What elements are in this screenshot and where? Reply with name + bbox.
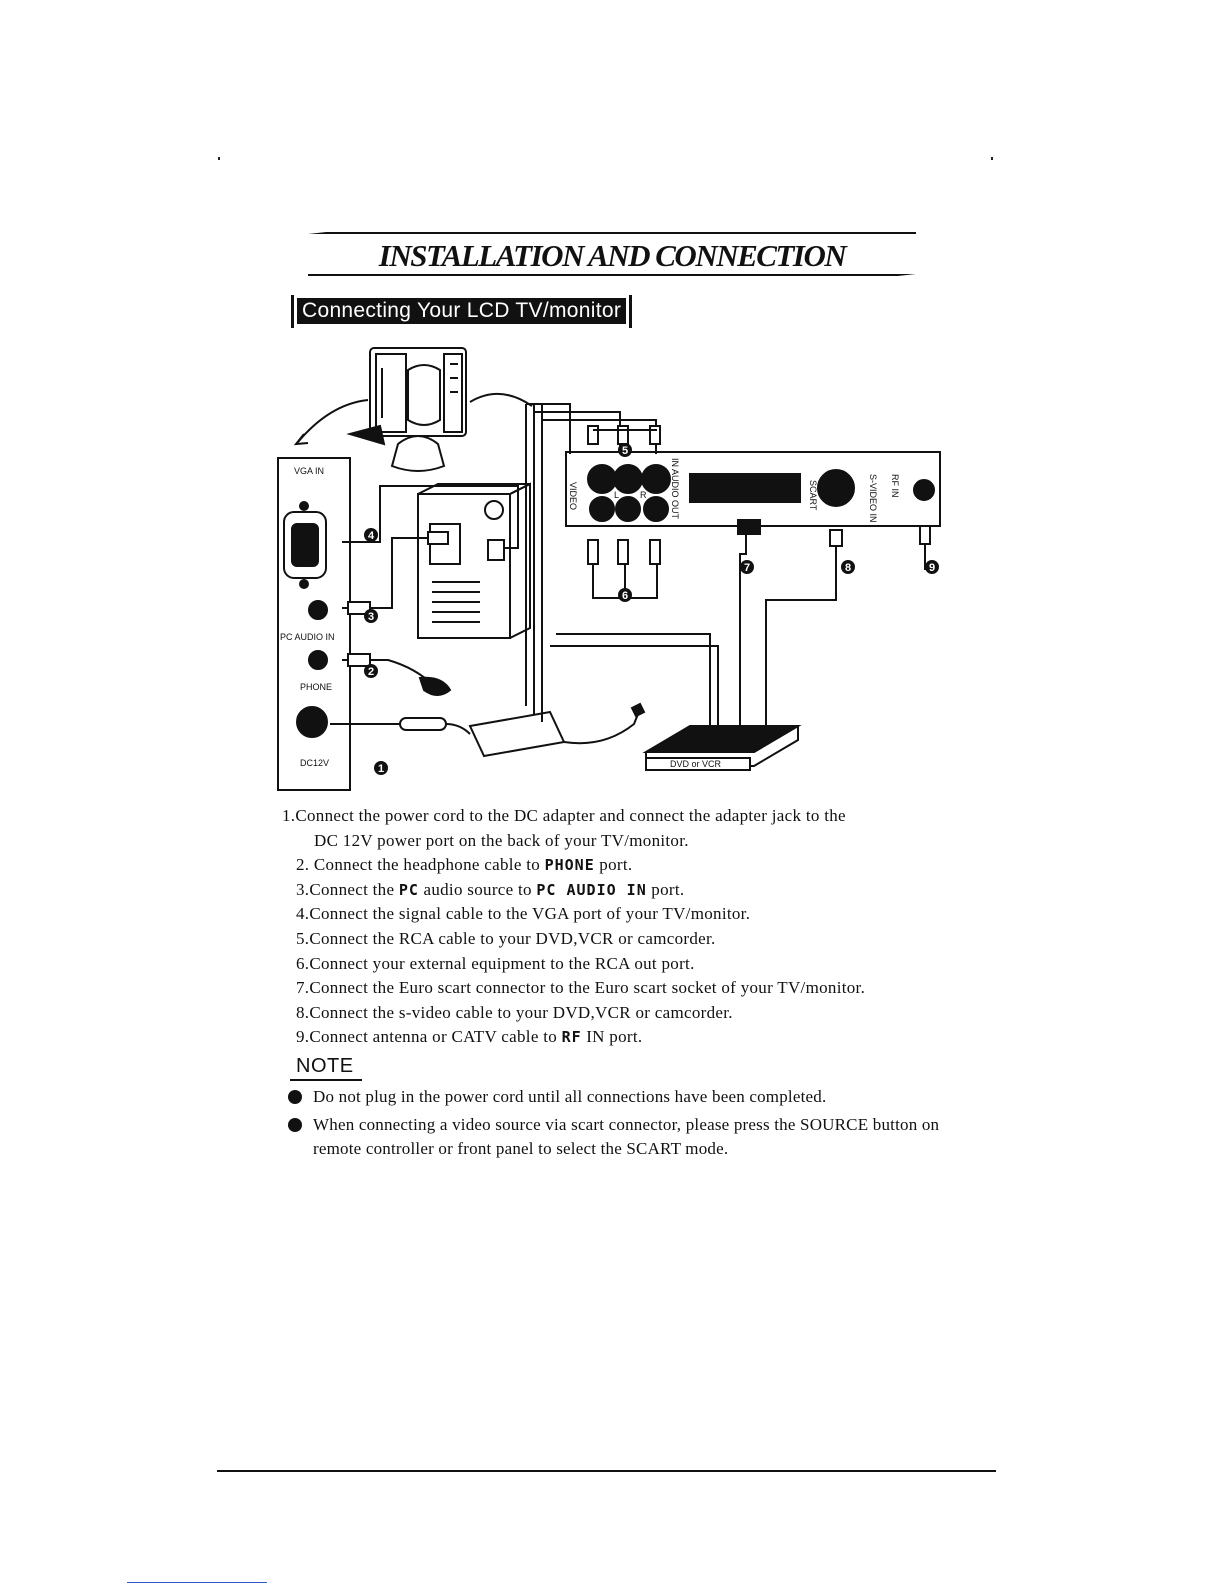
label-dc12v: DC12V: [300, 758, 329, 768]
label-video: VIDEO: [568, 482, 578, 510]
label-audio-out: IN AUDIO OUT: [670, 458, 680, 520]
marker-8: 8: [845, 562, 851, 574]
marker-9-icon: [925, 560, 939, 574]
step-9: 9.Connect antenna or CATV cable to RF IN…: [296, 1027, 643, 1047]
phone-jack: [308, 650, 328, 670]
instruction-steps: 1.Connect the power cord to the DC adapt…: [282, 804, 962, 1050]
title-rule-bottom: [308, 274, 916, 276]
note-item: Do not plug in the power cord until all …: [288, 1085, 978, 1109]
marker-2-icon: [364, 664, 378, 678]
label-vga-in: VGA IN: [294, 466, 324, 476]
pc-tower: [417, 482, 531, 639]
pc-audio-jack: [308, 600, 328, 620]
step-8: 8.Connect the s-video cable to your DVD,…: [296, 1002, 733, 1022]
port-name-rf: RF: [561, 1028, 582, 1047]
bullet-icon: [288, 1118, 302, 1132]
marker-8-icon: [841, 560, 855, 574]
marker-4-icon: [364, 528, 378, 542]
label-l: L: [614, 490, 619, 500]
zoom-arrow-right: [469, 392, 533, 407]
step-6: 6.Connect your external equipment to the…: [296, 953, 695, 973]
label-phone: PHONE: [300, 682, 332, 692]
footer-rule: [217, 1470, 996, 1472]
note-heading-rule: [290, 1079, 362, 1081]
step-3: 3.Connect the PC audio source to PC AUDI…: [296, 879, 685, 899]
note-list: Do not plug in the power cord until all …: [288, 1085, 978, 1165]
dc12v-jack: [296, 706, 328, 738]
marker-2: 2: [368, 666, 374, 678]
step-4: 4.Connect the signal cable to the VGA po…: [296, 904, 751, 924]
corner-mark-right: [991, 157, 993, 160]
port-name-pc-audio-in: PC AUDIO IN: [536, 880, 647, 899]
step-5: 5.Connect the RCA cable to your DVD,VCR …: [296, 928, 716, 948]
scart-cable: [739, 526, 747, 726]
step-1: 1.Connect the power cord to the DC adapt…: [282, 806, 846, 825]
step-7: 7.Connect the Euro scart connector to th…: [296, 978, 866, 998]
step-1-continued: DC 12V power port on the back of your TV…: [314, 830, 689, 850]
marker-3: 3: [368, 611, 374, 623]
label-scart: SCART: [808, 480, 818, 511]
section-heading-label: Connecting Your LCD TV/monitor: [297, 298, 627, 324]
connection-diagram: VGA IN PC AUDIO IN PHONE DC12V IN AUDIO …: [270, 334, 970, 804]
marker-7: 7: [744, 562, 750, 574]
corner-mark-left: [218, 157, 220, 160]
dc-adapter: [468, 710, 566, 758]
page-header: INSTALLATION AND CONNECTION: [308, 230, 916, 278]
mains-cord: [563, 713, 639, 745]
port-name-phone: PHONE: [544, 856, 595, 875]
bullet-icon: [288, 1090, 302, 1104]
marker-1: 1: [378, 763, 384, 775]
rf-socket: [913, 479, 935, 501]
svideo-socket: [817, 469, 855, 507]
label-rf-in: RF IN: [890, 474, 900, 498]
title-rule-top: [308, 232, 916, 234]
marker-5: 5: [622, 445, 628, 457]
marker-6: 6: [622, 590, 628, 602]
note-item: When connecting a video source via scart…: [288, 1113, 978, 1161]
marker-1-icon: [374, 761, 388, 775]
source-name-pc: PC: [398, 880, 419, 899]
section-heading: Connecting Your LCD TV/monitor: [291, 295, 633, 328]
label-svideo-in: S-VIDEO IN: [868, 474, 878, 523]
tv-side-panel: [277, 457, 351, 791]
marker-4: 4: [368, 530, 375, 542]
label-dvd-vcr: DVD or VCR: [670, 759, 722, 769]
scart-socket: [689, 473, 801, 503]
page-title: INSTALLATION AND CONNECTION: [378, 238, 847, 273]
rf-connector: [919, 525, 931, 545]
label-r: R: [640, 490, 647, 500]
marker-9: 9: [929, 562, 935, 574]
marker-7-icon: [740, 560, 754, 574]
earphone: [418, 676, 452, 696]
svideo-cable: [765, 530, 837, 726]
vga-cable: [342, 485, 519, 549]
connection-diagram-svg: VGA IN PC AUDIO IN PHONE DC12V IN AUDIO …: [277, 347, 941, 791]
marker-6-icon: [618, 588, 632, 602]
label-pc-audio-in: PC AUDIO IN: [280, 632, 335, 642]
marker-3-icon: [364, 609, 378, 623]
step-2: 2. Connect the headphone cable to PHONE …: [296, 855, 633, 875]
marker-5-icon: [618, 443, 632, 457]
note-heading: NOTE: [296, 1055, 354, 1077]
tv-rear-illustration: [346, 347, 467, 472]
footer-link-underline: [127, 1582, 267, 1583]
